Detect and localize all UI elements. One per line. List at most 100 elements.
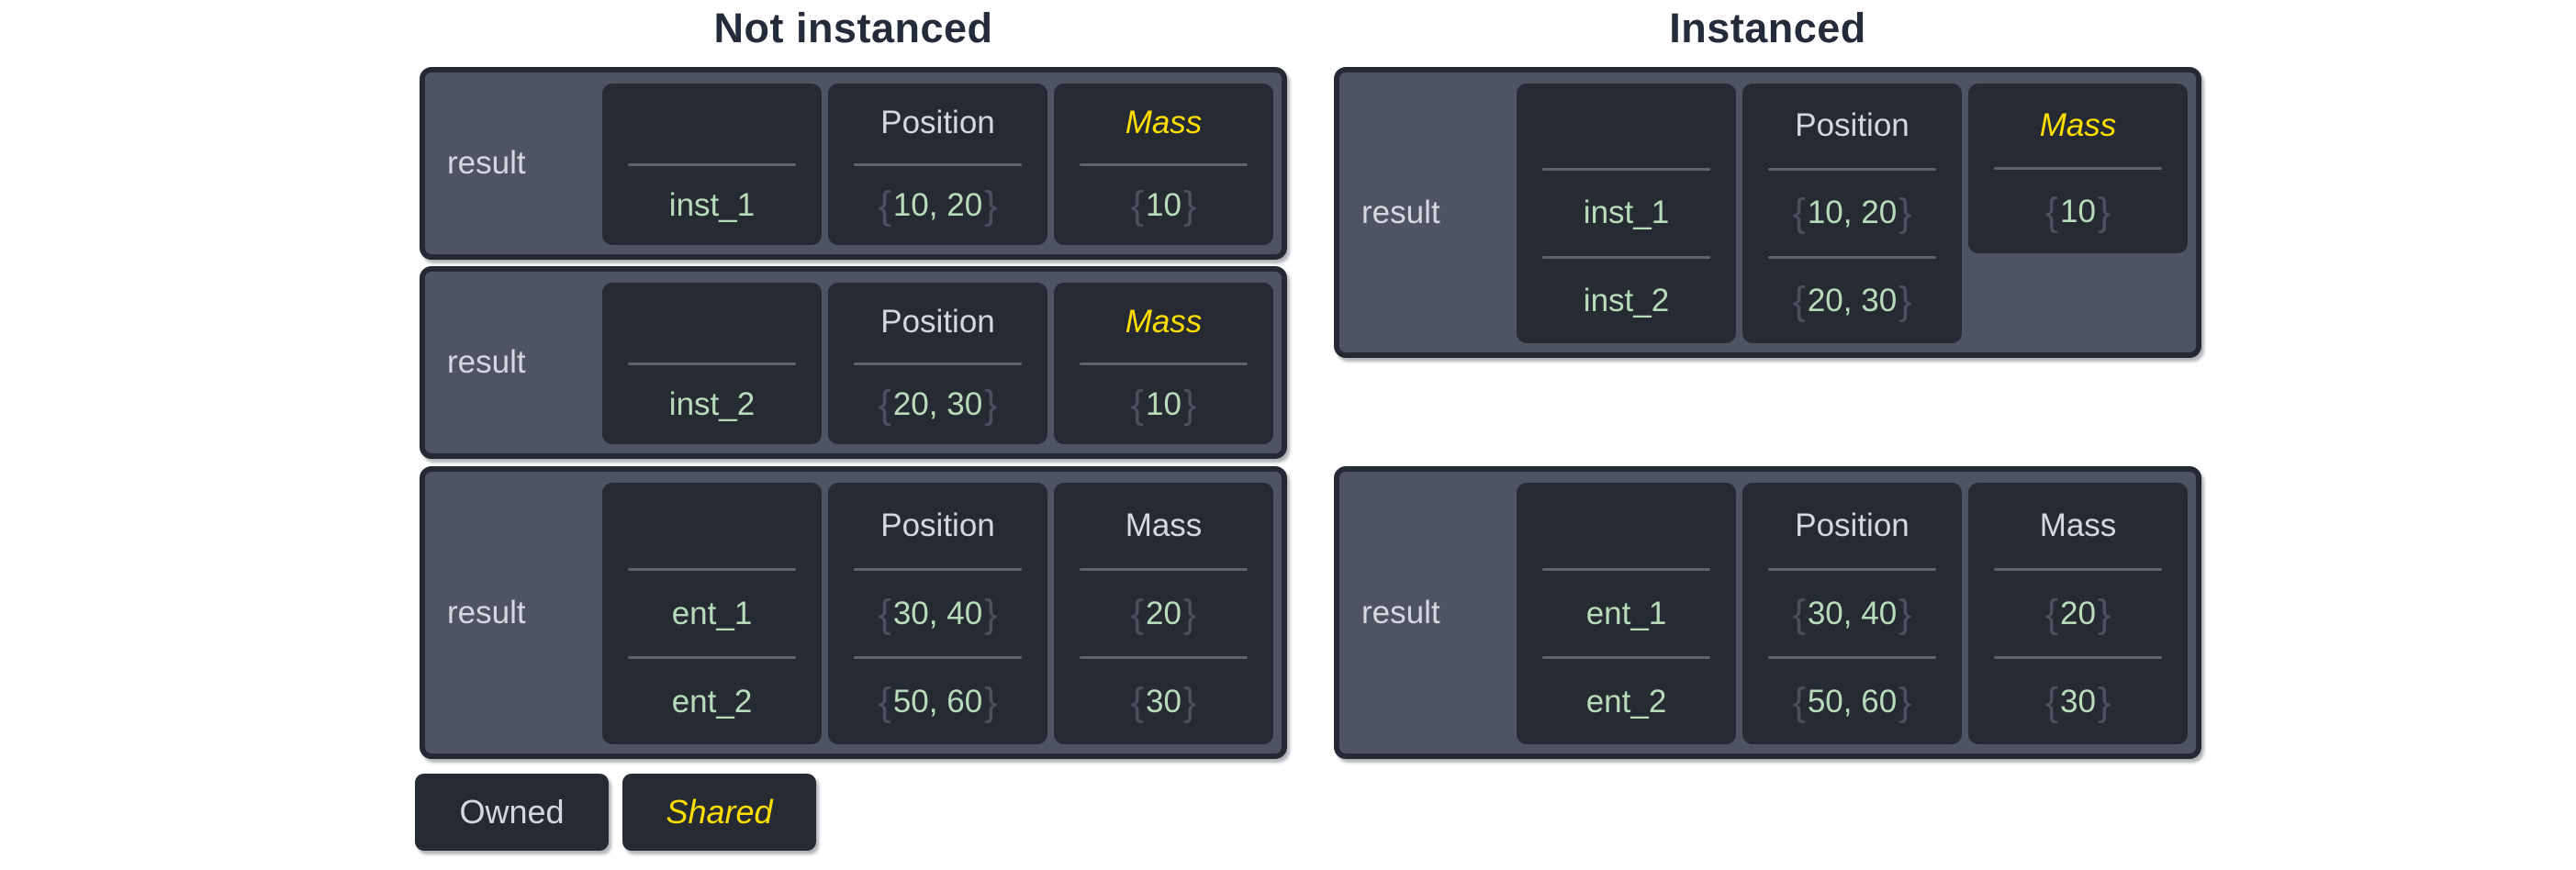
entity-column: inst_1	[602, 84, 822, 245]
position-numbers: 30, 40	[1807, 595, 1898, 631]
position-value: {10, 20}	[878, 183, 998, 228]
position-column: Position {10, 20} {20, 30}	[1742, 84, 1962, 343]
legend-owned: Owned	[415, 774, 609, 851]
divider	[1080, 362, 1248, 365]
result-label: result	[1361, 194, 1440, 230]
mass-number: 30	[2060, 683, 2096, 719]
result-label: result	[1361, 594, 1440, 630]
position-numbers: 50, 60	[1807, 683, 1898, 719]
columns-container: inst_1 Position {10, 20} Mass {10}	[602, 84, 1273, 245]
entity-column-header	[1517, 483, 1736, 568]
divider	[1768, 656, 1936, 659]
entity-column-header	[602, 283, 822, 362]
divider	[1542, 656, 1710, 659]
divider	[1768, 568, 1936, 571]
mass-header-shared: Mass	[2039, 106, 2117, 143]
entity-column: ent_1 ent_2	[602, 483, 822, 744]
legend-shared: Shared	[622, 774, 816, 851]
mass-value: {20}	[1130, 591, 1197, 636]
entity-column-header	[602, 84, 822, 163]
divider	[628, 162, 796, 166]
columns-container: ent_1 ent_2 Position {30, 40} {50, 60} M…	[602, 483, 1273, 744]
position-header: Position	[1795, 107, 1910, 144]
divider	[1542, 568, 1710, 571]
divider	[628, 656, 796, 659]
divider	[628, 568, 796, 571]
mass-number: 20	[2060, 595, 2096, 631]
divider	[854, 362, 1022, 365]
divider	[1080, 656, 1248, 659]
position-column: Position {20, 30}	[828, 283, 1047, 444]
divider	[854, 656, 1022, 659]
divider	[1768, 168, 1936, 172]
mass-value: {20}	[2044, 591, 2111, 636]
divider	[1080, 162, 1248, 166]
position-header: Position	[880, 105, 995, 141]
position-value: {50, 60}	[878, 679, 998, 724]
result-label: result	[447, 344, 526, 380]
entity-name: ent_2	[671, 683, 753, 719]
mass-value: {30}	[1130, 679, 1197, 724]
position-numbers: 10, 20	[1807, 195, 1898, 231]
position-header: Position	[880, 304, 995, 340]
title-instanced: Instanced	[1669, 5, 1866, 51]
position-numbers: 10, 20	[892, 186, 983, 223]
position-value: {50, 60}	[1792, 679, 1912, 724]
result-label: result	[447, 594, 526, 630]
columns-container: ent_1 ent_2 Position {30, 40} {50, 60} M…	[1517, 483, 2188, 744]
mass-header: Mass	[1125, 507, 1203, 543]
entity-name: inst_1	[1583, 195, 1670, 231]
divider	[1080, 568, 1248, 571]
position-value: {30, 40}	[878, 591, 998, 636]
table-not-instanced-3: result ent_1 ent_2 Position {30, 40} {50…	[420, 466, 1287, 759]
entity-name: inst_2	[1583, 282, 1670, 318]
mass-header-shared: Mass	[1125, 304, 1203, 340]
table-not-instanced-2: result inst_2 Position {20, 30} Mass {10…	[420, 266, 1287, 459]
mass-column: Mass {10}	[1054, 283, 1273, 444]
divider	[854, 162, 1022, 166]
entity-name: inst_2	[668, 385, 756, 422]
title-not-instanced: Not instanced	[713, 5, 993, 51]
mass-column: Mass {10}	[1054, 84, 1273, 245]
table-instanced-1: result inst_1 inst_2 Position {10, 20} {…	[1334, 67, 2201, 358]
position-numbers: 20, 30	[892, 385, 983, 422]
position-value: {10, 20}	[1792, 191, 1912, 236]
mass-number: 10	[1146, 186, 1182, 223]
position-numbers: 20, 30	[1807, 282, 1898, 318]
entity-column: inst_1 inst_2	[1517, 84, 1736, 343]
divider	[1994, 568, 2162, 571]
divider	[1994, 656, 2162, 659]
mass-number: 20	[1146, 595, 1182, 631]
mass-column: Mass {20} {30}	[1054, 483, 1273, 744]
mass-number: 30	[1146, 683, 1182, 719]
position-header: Position	[1795, 507, 1910, 543]
position-column: Position {10, 20}	[828, 84, 1047, 245]
entity-column-header	[602, 483, 822, 568]
table-not-instanced-1: result inst_1 Position {10, 20} Mass {10…	[420, 67, 1287, 260]
legend-owned-label: Owned	[459, 793, 565, 831]
divider	[854, 568, 1022, 571]
mass-value: {30}	[2044, 679, 2111, 724]
mass-header: Mass	[2039, 507, 2117, 543]
columns-container: inst_1 inst_2 Position {10, 20} {20, 30}…	[1517, 84, 2188, 343]
mass-value: {10}	[1130, 183, 1197, 228]
mass-header-shared: Mass	[1125, 105, 1203, 141]
columns-container: inst_2 Position {20, 30} Mass {10}	[602, 283, 1273, 444]
position-value: {20, 30}	[878, 382, 998, 427]
result-label: result	[447, 145, 526, 181]
mass-value: {10}	[1130, 382, 1197, 427]
divider	[1994, 167, 2162, 170]
position-numbers: 50, 60	[892, 683, 983, 719]
mass-column: Mass {20} {30}	[1968, 483, 2188, 744]
position-numbers: 30, 40	[892, 595, 983, 631]
position-header: Position	[880, 507, 995, 543]
divider	[1542, 255, 1710, 259]
table-instanced-2: result ent_1 ent_2 Position {30, 40} {50…	[1334, 466, 2201, 759]
entity-name: ent_2	[1585, 683, 1667, 719]
entity-name: ent_1	[1585, 595, 1667, 631]
legend-shared-label: Shared	[666, 793, 773, 831]
entity-name: ent_1	[671, 595, 753, 631]
entity-column-header	[1517, 84, 1736, 168]
mass-number: 10	[1146, 385, 1182, 422]
divider	[1542, 168, 1710, 172]
